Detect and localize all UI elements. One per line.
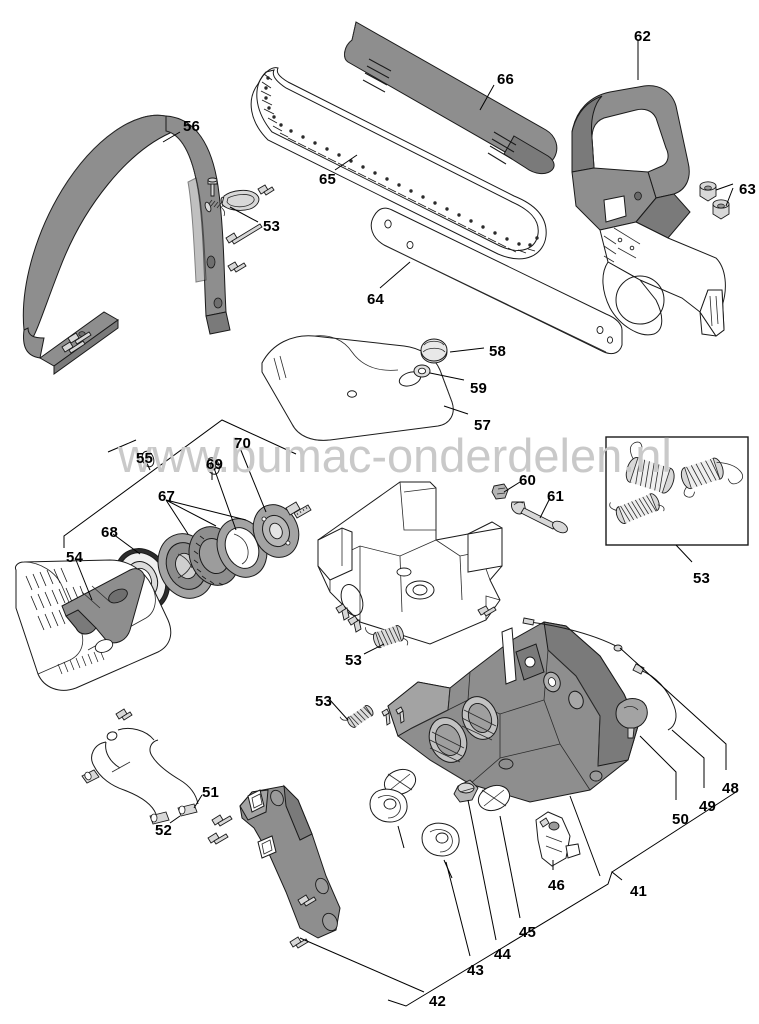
part-cover-screw [115, 708, 133, 721]
callout-53c: 53 [345, 652, 363, 669]
callout-44: 44 [494, 946, 512, 963]
callout-53b: 53 [693, 570, 711, 587]
part-upper-screws [477, 605, 497, 617]
callout-59: 59 [470, 380, 488, 397]
part-top-cover [261, 335, 454, 441]
leader-lines [63, 40, 737, 1007]
part-spring-53-upper [365, 625, 409, 649]
callout-55: 55 [136, 450, 154, 467]
callout-66: 66 [497, 71, 515, 88]
part-spring-53-lower [339, 705, 405, 728]
part-knob-45 [383, 768, 417, 796]
callout-63: 63 [739, 181, 757, 198]
callout-61: 61 [547, 488, 565, 505]
part-bar-scabbard-cover [344, 21, 558, 175]
part-brake-cover [15, 559, 172, 721]
part-screw-and-clamp-kit-upper [204, 177, 275, 273]
part-cap-seal-ring [413, 364, 431, 378]
part-knob-45b [477, 784, 511, 812]
part-knob-43 [369, 788, 408, 823]
screws-front-handle [61, 331, 92, 354]
part-oil-tank-cap [420, 338, 448, 364]
part-bracket-46 [535, 811, 581, 867]
callout-60: 60 [519, 472, 537, 489]
callout-51: 51 [202, 784, 220, 801]
callout-48: 48 [722, 780, 740, 797]
part-front-handle-bar [22, 114, 231, 375]
part-clutch-bolt [285, 501, 312, 519]
part-nuts [699, 181, 730, 220]
callout-42: 42 [429, 993, 447, 1010]
part-rubber-plug [615, 698, 648, 739]
part-saw-chain [250, 67, 547, 260]
callout-68: 68 [101, 524, 119, 541]
callout-69: 69 [206, 456, 224, 473]
part-motor-housing-assembly [387, 605, 677, 803]
callout-53a: 53 [263, 218, 281, 235]
part-guide-bar [370, 207, 623, 355]
callout-58: 58 [489, 343, 507, 360]
part-cylinder-bores [428, 696, 499, 763]
callout-50: 50 [672, 811, 690, 828]
callout-43: 43 [467, 962, 485, 979]
part-spring-kit-box [605, 436, 749, 546]
part-clip [491, 483, 509, 500]
callout-54: 54 [66, 549, 84, 566]
callout-46: 46 [548, 877, 566, 894]
part-motor-upper-housing [317, 481, 568, 645]
callout-52: 52 [155, 822, 173, 839]
part-wiring-harness [81, 727, 199, 825]
callout-45: 45 [519, 924, 537, 941]
callout-62: 62 [634, 28, 652, 45]
part-washer [141, 450, 155, 468]
callout-56: 56 [183, 118, 201, 135]
callout-64: 64 [367, 291, 385, 308]
callout-49: 49 [699, 798, 717, 815]
part-rear-handle [571, 85, 730, 337]
part-knobs-and-pins [369, 768, 581, 867]
callout-53d: 53 [315, 693, 333, 710]
part-sprocket-cover-plate [252, 504, 300, 558]
part-tensioner-screw [511, 501, 568, 534]
callout-65: 65 [319, 171, 337, 188]
part-housing-screws [335, 603, 362, 633]
callout-41: 41 [630, 883, 648, 900]
callout-57: 57 [474, 417, 492, 434]
part-knob-43b [421, 822, 460, 857]
part-rear-handle-lower [207, 784, 341, 949]
callout-67: 67 [158, 488, 176, 505]
part-circlip [206, 457, 220, 475]
part-tension-pin [453, 779, 479, 803]
callout-70: 70 [234, 435, 252, 452]
